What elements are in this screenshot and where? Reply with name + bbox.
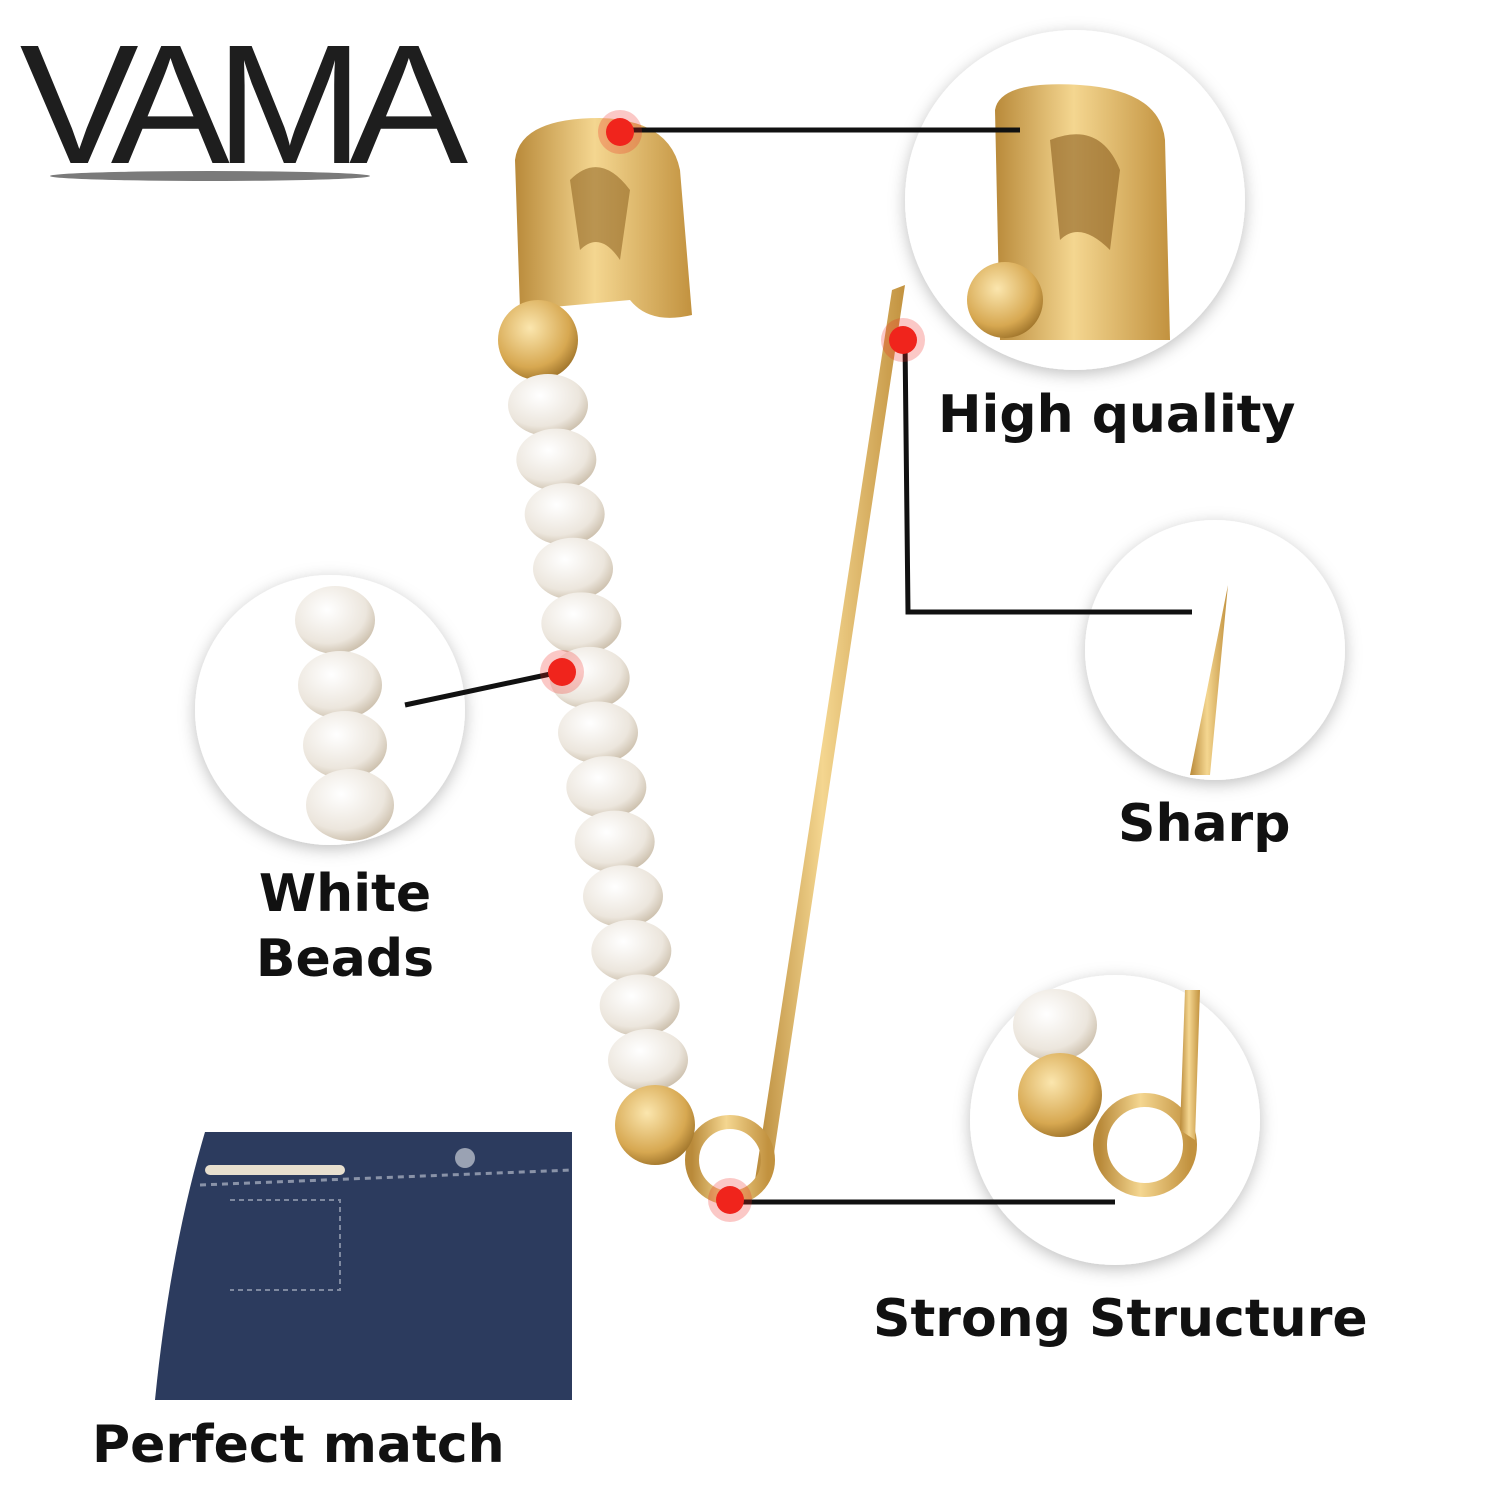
label-high-quality: High quality xyxy=(938,385,1296,445)
zoom-circle-tip xyxy=(1085,520,1345,780)
brand-logo: VAMA xyxy=(19,10,469,200)
pearl-bead xyxy=(541,592,622,655)
pearl-bead xyxy=(566,756,647,819)
zoom-circle-beads xyxy=(195,575,465,845)
label-white: White xyxy=(258,864,432,924)
pearl-bead xyxy=(591,919,672,982)
logo-shadow xyxy=(50,171,370,181)
pearl-bead xyxy=(508,374,588,436)
pearl-bead xyxy=(583,865,663,928)
marker-dots xyxy=(540,110,925,1222)
pearl-bead xyxy=(574,810,655,873)
zoom-circle-clasp xyxy=(905,30,1245,370)
pearl-bead xyxy=(533,537,613,600)
zoom-circle-loop xyxy=(970,975,1260,1265)
label-white-beads: White Beads xyxy=(255,862,435,992)
jeans-photo xyxy=(25,1130,573,1402)
callout-lines xyxy=(404,127,1192,1205)
label-strong-structure: Strong Structure xyxy=(873,1289,1368,1349)
pearl-bead xyxy=(599,974,680,1037)
label-beads: Beads xyxy=(255,929,435,989)
pearl-bead xyxy=(516,428,597,491)
label-sharp: Sharp xyxy=(1118,794,1291,854)
safety-pin xyxy=(498,118,905,1205)
pearl-bead xyxy=(608,1029,688,1091)
pearl-bead xyxy=(524,483,605,546)
label-perfect-match: Perfect match xyxy=(92,1415,505,1475)
pearl-bead xyxy=(558,701,638,764)
